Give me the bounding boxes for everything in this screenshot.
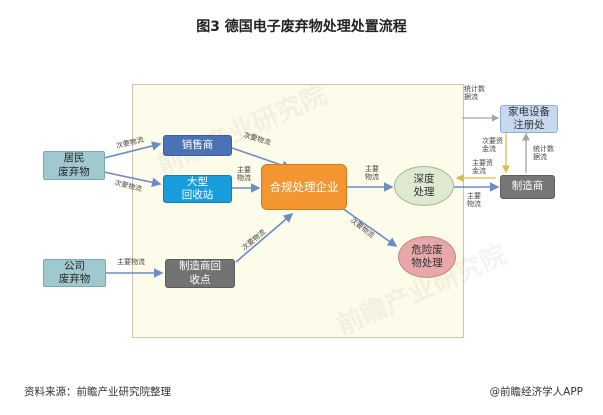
- company-waste-node: 公司 废弃物: [43, 259, 106, 287]
- compliant-processor-node: 合规处理企业: [261, 164, 347, 210]
- manufacturer-collection-point-node: 制造商回 收点: [165, 259, 235, 288]
- arrow-mfrrecycle-compliant: [235, 212, 294, 263]
- page-title: 图3 德国电子废弃物处理处置流程: [196, 19, 407, 35]
- edge-label-main-flow: 主要 物流: [237, 166, 251, 183]
- edge-label-secondary-fund-flow: 次要资 金流: [482, 137, 503, 154]
- source-note: 资料来源：前瞻产业研究院整理: [24, 386, 171, 398]
- brand-credit: @前瞻经济学人APP: [489, 386, 583, 398]
- edge-label-main-fund-flow: 主要资 金流: [472, 159, 493, 176]
- edge-label-main-flow: 主要 物流: [365, 165, 379, 182]
- arrow-resident-retailer: [103, 141, 162, 159]
- appliance-register-node: 家电设备 注册处: [500, 105, 558, 133]
- deep-processing-node: 深度 处理: [394, 166, 454, 206]
- manufacturer-node: 制造商: [500, 175, 555, 199]
- hazardous-waste-node: 危险废 物处理: [398, 236, 456, 278]
- edge-label-main-flow: 主要物流: [117, 258, 145, 266]
- process-frame: [132, 84, 464, 338]
- big-recycling-station-node: 大型 回收站: [163, 175, 232, 203]
- retailer-node: 销售商: [163, 135, 232, 156]
- edge-label-stat-data-flow: 统计数 据流: [533, 145, 554, 162]
- edge-label-main-flow: 主要 物流: [467, 192, 481, 209]
- arrow-resident-bigrecycle: [103, 171, 162, 188]
- arrow-compliant-hazard: [341, 207, 398, 247]
- resident-waste-node: 居民 废弃物: [43, 151, 105, 180]
- edge-label-stat-data-flow: 统计数 据流: [464, 85, 485, 102]
